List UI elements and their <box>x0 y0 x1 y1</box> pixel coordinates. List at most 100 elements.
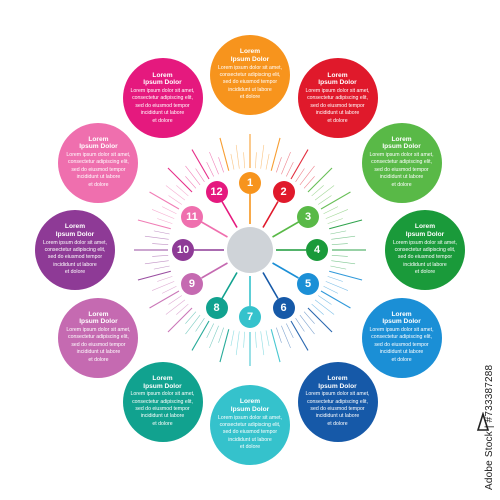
ray-line <box>330 265 347 270</box>
spoke-line <box>272 221 299 238</box>
ray-line <box>167 307 193 333</box>
ray-line <box>137 270 171 281</box>
ray-line <box>151 281 175 291</box>
ray-line <box>286 323 294 339</box>
ray-line <box>144 235 169 240</box>
ray-line <box>209 151 219 175</box>
bubble-title: Lorem Ipsum Dolor <box>79 310 118 326</box>
ray-line <box>311 303 324 315</box>
ray-line <box>255 152 257 169</box>
spoke-line <box>221 201 238 228</box>
ray-line <box>281 325 291 349</box>
ray-line <box>149 290 180 309</box>
step-number-7: 7 <box>239 306 261 328</box>
step-number-11: 11 <box>180 205 203 228</box>
ray-line <box>276 327 282 343</box>
step-number-10: 10 <box>172 239 194 261</box>
ray-line <box>230 153 235 170</box>
ray-line <box>270 137 281 171</box>
ray-line <box>318 295 332 305</box>
bubble-title: Lorem Ipsum Dolor <box>230 48 270 63</box>
step-number-8: 8 <box>205 297 228 320</box>
ray-line <box>314 185 335 201</box>
ray-line <box>157 218 173 224</box>
bubble-body-text: Lorem ipsum dolor sit amet, consectetur … <box>66 152 131 188</box>
ray-line <box>331 235 356 240</box>
step-number-2: 2 <box>272 180 295 203</box>
bubble-body-text: Lorem ipsum dolor sit amet, consectetur … <box>392 239 457 276</box>
bubble-body-text: Lorem ipsum dolor sit amet, consectetur … <box>130 88 195 124</box>
ray-line <box>299 165 315 186</box>
spoke-line <box>262 201 279 228</box>
ray-line <box>161 206 177 214</box>
spoke-line <box>272 262 299 279</box>
ray-line <box>157 276 173 282</box>
ray-line <box>219 137 230 171</box>
ray-line <box>152 255 169 257</box>
ray-line <box>206 323 214 339</box>
step-number-12: 12 <box>205 180 228 203</box>
ray-line <box>195 168 205 182</box>
ray-line <box>303 311 315 324</box>
ray-line <box>218 327 224 343</box>
stock-watermark-text: Adobe Stock | #733387288 <box>484 364 495 490</box>
spoke-line <box>201 221 228 238</box>
bubble-title: Lorem Ipsum Dolor <box>318 71 357 87</box>
ray-line <box>243 331 245 348</box>
ray-line <box>303 176 315 189</box>
ray-line <box>153 265 170 270</box>
adobe-stock-logo-icon <box>476 412 490 431</box>
ray-line <box>176 303 189 315</box>
ray-line <box>144 260 169 265</box>
ray-line <box>149 191 180 210</box>
ray-line <box>299 314 315 335</box>
bubble-body-text: Lorem ipsum dolor sit amet, consectetur … <box>217 414 282 451</box>
bubble-title: Lorem Ipsum Dolor <box>318 374 357 390</box>
ray-line <box>235 144 240 169</box>
ray-line <box>327 276 343 282</box>
ray-line <box>323 286 339 294</box>
ray-line <box>153 230 170 235</box>
ray-line <box>320 191 351 210</box>
bubble-title: Lorem Ipsum Dolor <box>79 135 118 151</box>
ray-line <box>265 153 270 170</box>
ray-line <box>290 149 309 180</box>
step-number-4: 4 <box>306 239 328 261</box>
bubble-body-text: Lorem ipsum dolor sit amet, consectetur … <box>369 327 434 363</box>
bubble-title: Lorem Ipsum Dolor <box>382 135 421 151</box>
ray-line <box>331 255 348 257</box>
step-number-1: 1 <box>239 172 261 194</box>
spoke-line <box>221 272 238 299</box>
bubble-body-text: Lorem ipsum dolor sit amet, consectetur … <box>130 391 195 427</box>
ray-line <box>323 206 339 214</box>
ray-line <box>137 219 171 230</box>
bubble-body-text: Lorem ipsum dolor sit amet, consectetur … <box>305 391 370 427</box>
ray-line <box>314 299 335 315</box>
ray-line <box>290 320 309 351</box>
ray-line <box>281 151 291 175</box>
bubble-title: Lorem Ipsum Dolor <box>382 310 421 326</box>
ray-line <box>243 152 245 169</box>
ray-line <box>270 329 281 363</box>
ray-line <box>325 209 349 219</box>
ray-line <box>307 167 333 193</box>
ray-line <box>185 165 201 186</box>
bubble-body-text: Lorem ipsum dolor sit amet, consectetur … <box>66 327 131 363</box>
ray-line <box>185 176 197 189</box>
ray-line <box>165 185 186 201</box>
ray-line <box>295 168 305 182</box>
bubble-title: Lorem Ipsum Dolor <box>230 398 270 413</box>
step-number-3: 3 <box>297 205 320 228</box>
ray-line <box>329 270 363 281</box>
ray-line <box>320 290 351 309</box>
ray-line <box>286 161 294 177</box>
ray-line <box>235 331 240 356</box>
